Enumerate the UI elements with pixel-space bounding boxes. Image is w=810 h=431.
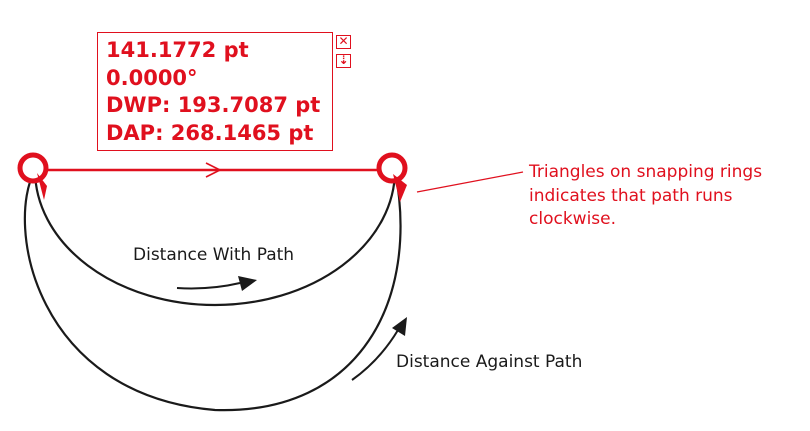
- snapping-ring-end[interactable]: [376, 152, 408, 184]
- inner-path-arc: [33, 169, 397, 307]
- dwp-value: DWP: 193.7087 pt: [106, 93, 321, 117]
- collapse-down-icon[interactable]: ⇣: [336, 54, 351, 68]
- distance-against-path-label: Distance Against Path: [396, 352, 583, 372]
- snapping-triangle-end-icon: [393, 174, 407, 202]
- distance-with-path-label: Distance With Path: [133, 245, 295, 265]
- against-path-arrowhead-icon: [392, 317, 407, 336]
- with-path-arrow-shaft: [176, 282, 241, 290]
- distance-value: 141.1772 pt: [106, 38, 249, 62]
- close-icon[interactable]: ✕: [336, 35, 351, 49]
- angle-value: 0.0000°: [106, 65, 198, 90]
- against-path-arrow-shaft: [351, 329, 399, 381]
- outer-path-arc: [23, 169, 402, 412]
- with-path-arrowhead-icon: [238, 276, 257, 291]
- snapping-ring-start[interactable]: [17, 152, 49, 184]
- annotation-leader-line: [416, 171, 524, 193]
- snapping-triangle-start-icon: [37, 173, 47, 200]
- direction-chevron-icon: [205, 162, 222, 178]
- measurement-readout-box: 141.1772 pt 0.0000° DWP: 193.7087 pt DAP…: [97, 32, 333, 151]
- snapping-ring-annotation: Triangles on snapping rings indicates th…: [529, 162, 763, 229]
- dap-value: DAP: 268.1465 pt: [106, 120, 314, 145]
